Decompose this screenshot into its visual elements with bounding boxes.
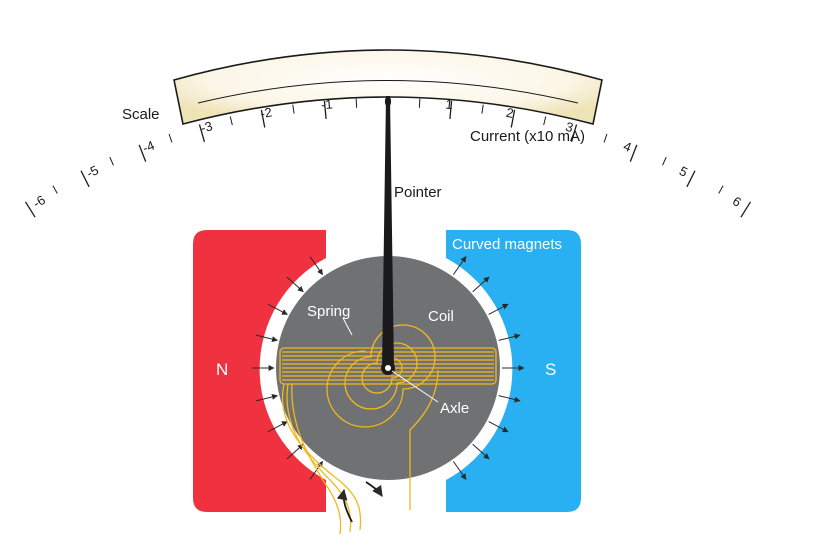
scale-tick xyxy=(510,109,516,128)
scale-tick xyxy=(449,100,453,119)
current-arrow-in-icon xyxy=(336,488,353,523)
scale-minor-tick xyxy=(229,116,233,126)
scale-tick-label: 6 xyxy=(730,193,744,210)
scale-tick-label: 2 xyxy=(505,105,515,121)
scale-minor-tick xyxy=(52,185,58,194)
axle xyxy=(385,365,391,371)
scale-tick xyxy=(740,201,752,218)
coil-label: Coil xyxy=(428,308,454,325)
spring xyxy=(326,324,439,510)
scale-tick-label: 4 xyxy=(621,138,633,155)
scale-tick-label: -3 xyxy=(199,118,214,136)
scale-tick xyxy=(260,109,266,128)
axle-leader xyxy=(391,370,439,403)
scale-minor-tick xyxy=(481,104,484,114)
north-magnet xyxy=(193,230,326,512)
scale-minor-tick xyxy=(109,156,114,166)
pointer xyxy=(381,96,395,375)
scale-minor-tick xyxy=(718,185,724,194)
scale-tick-label: -1 xyxy=(320,96,333,112)
scale-tick-label: 1 xyxy=(445,97,454,113)
field-arrow-icon xyxy=(286,443,304,460)
north-pole-label: N xyxy=(216,360,228,379)
field-arrow-icon xyxy=(309,256,324,276)
scale-tick xyxy=(629,144,638,162)
scale-tick xyxy=(686,170,696,188)
curved-magnets-label: Curved magnets xyxy=(452,236,562,253)
pointer-label: Pointer xyxy=(394,184,442,201)
spring-label: Spring xyxy=(307,303,350,320)
field-arrow-icon xyxy=(488,303,509,315)
scale-tick xyxy=(138,144,147,162)
field-arrow-icon xyxy=(255,393,278,402)
field-arrow-icon xyxy=(488,421,509,433)
scale-minor-tick xyxy=(662,156,667,166)
scale-minor-tick xyxy=(603,133,608,143)
scale-tick xyxy=(323,100,327,119)
scale-tick-label: 5 xyxy=(677,163,690,180)
scale-tick-label: -6 xyxy=(30,192,48,211)
scale-minor-tick xyxy=(292,104,295,114)
scale-face xyxy=(173,49,603,125)
coil xyxy=(279,347,497,535)
field-arrow-icon xyxy=(452,461,467,480)
magnetic-field-arrows xyxy=(252,256,525,480)
south-pole-label: S xyxy=(545,360,556,379)
scale-label: Scale xyxy=(122,106,160,123)
field-arrow-icon xyxy=(286,276,304,293)
field-arrow-icon xyxy=(472,443,490,460)
scale-tick xyxy=(198,124,206,142)
spring-leader xyxy=(342,317,353,336)
field-arrow-icon xyxy=(498,333,521,341)
current-arrow-out-icon xyxy=(365,481,383,497)
field-arrow-icon xyxy=(267,421,288,433)
field-arrow-icon xyxy=(472,276,490,293)
field-arrow-icon xyxy=(452,256,467,275)
scale-baseline xyxy=(197,80,579,104)
scale-tick-label: -5 xyxy=(84,162,101,181)
scale-tick-label: -2 xyxy=(259,104,273,121)
axle-label: Axle xyxy=(440,400,469,417)
current-unit-label: Current (x10 mA) xyxy=(470,128,585,145)
scale-tick xyxy=(570,124,578,142)
scale-tick-label: 3 xyxy=(564,119,575,135)
field-arrow-icon xyxy=(267,303,288,315)
south-magnet xyxy=(446,230,581,512)
scale-tick xyxy=(24,201,36,218)
field-arrow-icon xyxy=(498,395,521,403)
scale-tick-label: -4 xyxy=(140,138,156,156)
field-arrow-icon xyxy=(255,334,278,343)
scale-tick xyxy=(80,170,90,188)
scale-ticks xyxy=(24,98,752,218)
scale-minor-tick xyxy=(168,133,173,143)
scale-minor-tick xyxy=(543,116,547,126)
